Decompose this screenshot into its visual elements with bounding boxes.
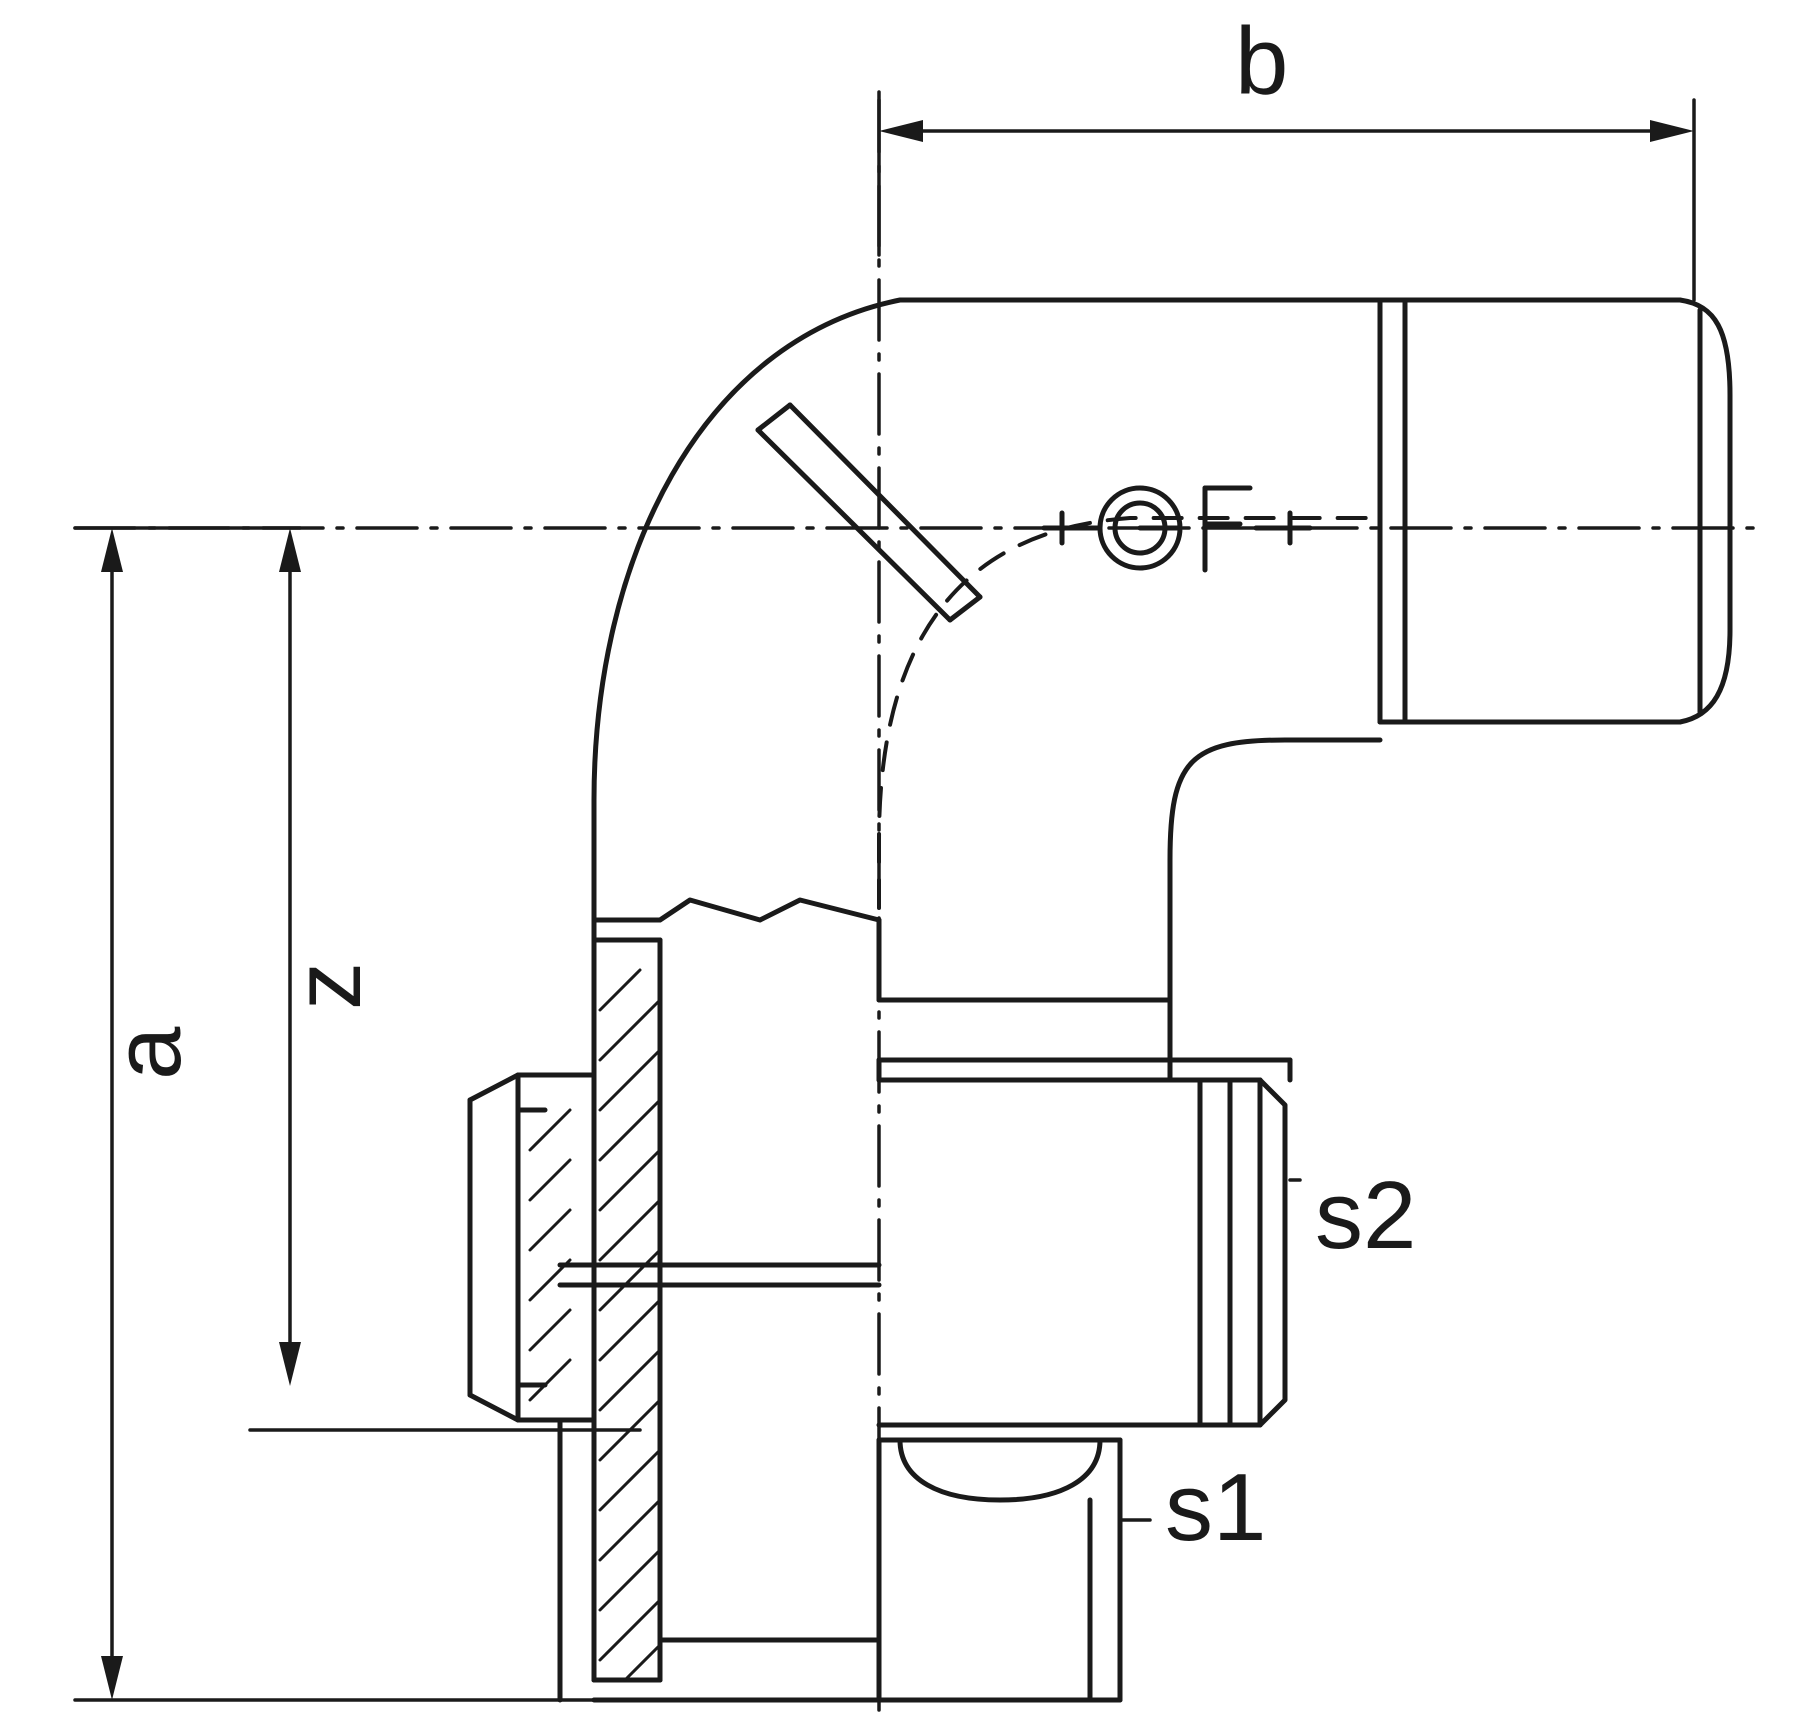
dimension-z: [248, 528, 642, 1432]
dimension-label-z: z: [274, 962, 381, 1010]
union-nut-s2: [876, 1057, 1293, 1428]
lower-threaded-end: [557, 1417, 882, 1703]
dimension-b: [877, 98, 1696, 302]
elbow-internal-bore: [877, 516, 1382, 1002]
dimension-label-a: a: [94, 1026, 201, 1080]
elbow-section-hatch-upper: [755, 402, 983, 623]
dimension-label-b: b: [1235, 8, 1289, 115]
lower-body-outline: [467, 937, 597, 1423]
gf-logo: [1041, 485, 1313, 573]
dimension-label-s2: s2: [1315, 1162, 1417, 1269]
dimension-a: [73, 526, 622, 1702]
elbow-outer-contour: [591, 297, 1383, 1083]
body-internal-shoulder: [591, 897, 1173, 1003]
hexagon-s1: [876, 1437, 1123, 1703]
section-hatching: [528, 968, 662, 1682]
union-seal-line: [557, 1262, 882, 1288]
dimension-label-s1: s1: [1165, 1454, 1267, 1561]
outlet-spigot: [1377, 297, 1733, 725]
